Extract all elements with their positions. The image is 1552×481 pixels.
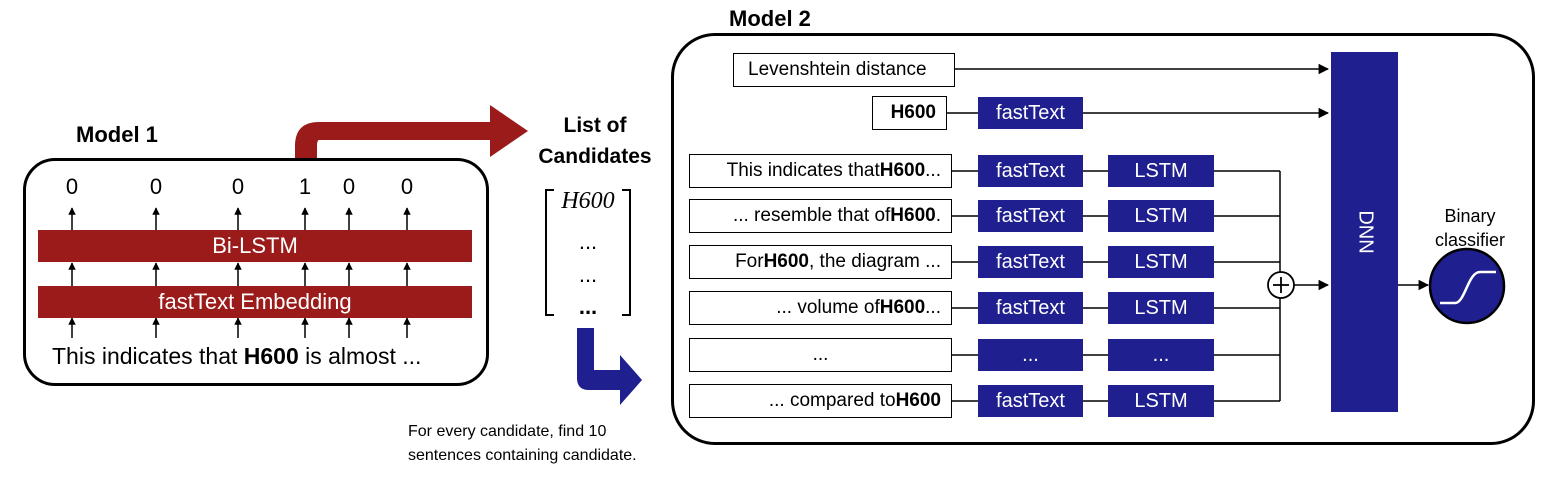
model2-connectors (947, 63, 1430, 402)
candidate-item: ... (578, 294, 598, 319)
lstm-encoder: ... (1108, 339, 1214, 371)
context-sentence: ... resemble that of H600. (689, 199, 952, 233)
output-label: 0 (400, 174, 414, 199)
fasttext-encoder: fastText (978, 385, 1083, 417)
blue-flow-arrow (577, 328, 642, 405)
candidate-item: ... (578, 262, 598, 287)
context-sentence: ... (689, 338, 952, 372)
fasttext-encoder: fastText (978, 246, 1083, 278)
context-sentence: ... volume of H600 ... (689, 291, 952, 325)
context-sentence: ... compared to H600 (689, 384, 952, 418)
input-sentence: This indicates that H600 is almost ... (52, 343, 422, 369)
output-label: 0 (65, 174, 79, 199)
fasttext-encoder: ... (978, 339, 1083, 371)
output-label: 0 (342, 174, 356, 199)
red-flow-arrow (295, 105, 528, 160)
lstm-encoder: LSTM (1108, 200, 1214, 232)
embedding-layer: fastText Embedding (38, 286, 472, 318)
fasttext-encoder: fastText (978, 97, 1083, 129)
candidate-item: H600 (561, 188, 615, 214)
lstm-encoder: LSTM (1108, 292, 1214, 324)
context-sentence: For H600, the diagram ... (689, 245, 952, 279)
candidates-note: For every candidate, find 10 sentences c… (408, 423, 637, 464)
output-label: 0 (149, 174, 163, 199)
model2-frame (671, 33, 1535, 445)
lstm-encoder: LSTM (1108, 246, 1214, 278)
classifier-label: Binary classifier (1434, 206, 1505, 250)
fasttext-encoder: fastText (978, 292, 1083, 324)
model1-title: Model 1 (76, 122, 158, 147)
lstm-encoder: LSTM (1108, 385, 1214, 417)
model1-arrows (68, 207, 411, 338)
fasttext-encoder: fastText (978, 155, 1083, 187)
fasttext-encoder: fastText (978, 200, 1083, 232)
candidates-title: List of Candidates (538, 114, 652, 168)
levenshtein-box: Levenshtein distance (733, 53, 955, 87)
model2-title: Model 2 (729, 6, 811, 31)
output-label: 0 (231, 174, 245, 199)
bilstm-layer: Bi-LSTM (38, 230, 472, 262)
output-label: 1 (298, 174, 312, 199)
candidate-item: ... (578, 229, 598, 254)
context-sentence: This indicates that H600... (689, 154, 952, 188)
candidate-matrix-brackets (545, 189, 631, 316)
model1-frame (23, 158, 489, 386)
dnn-block: DNN (1331, 52, 1398, 412)
lstm-encoder: LSTM (1108, 155, 1214, 187)
h600-box: H600 (872, 96, 947, 130)
